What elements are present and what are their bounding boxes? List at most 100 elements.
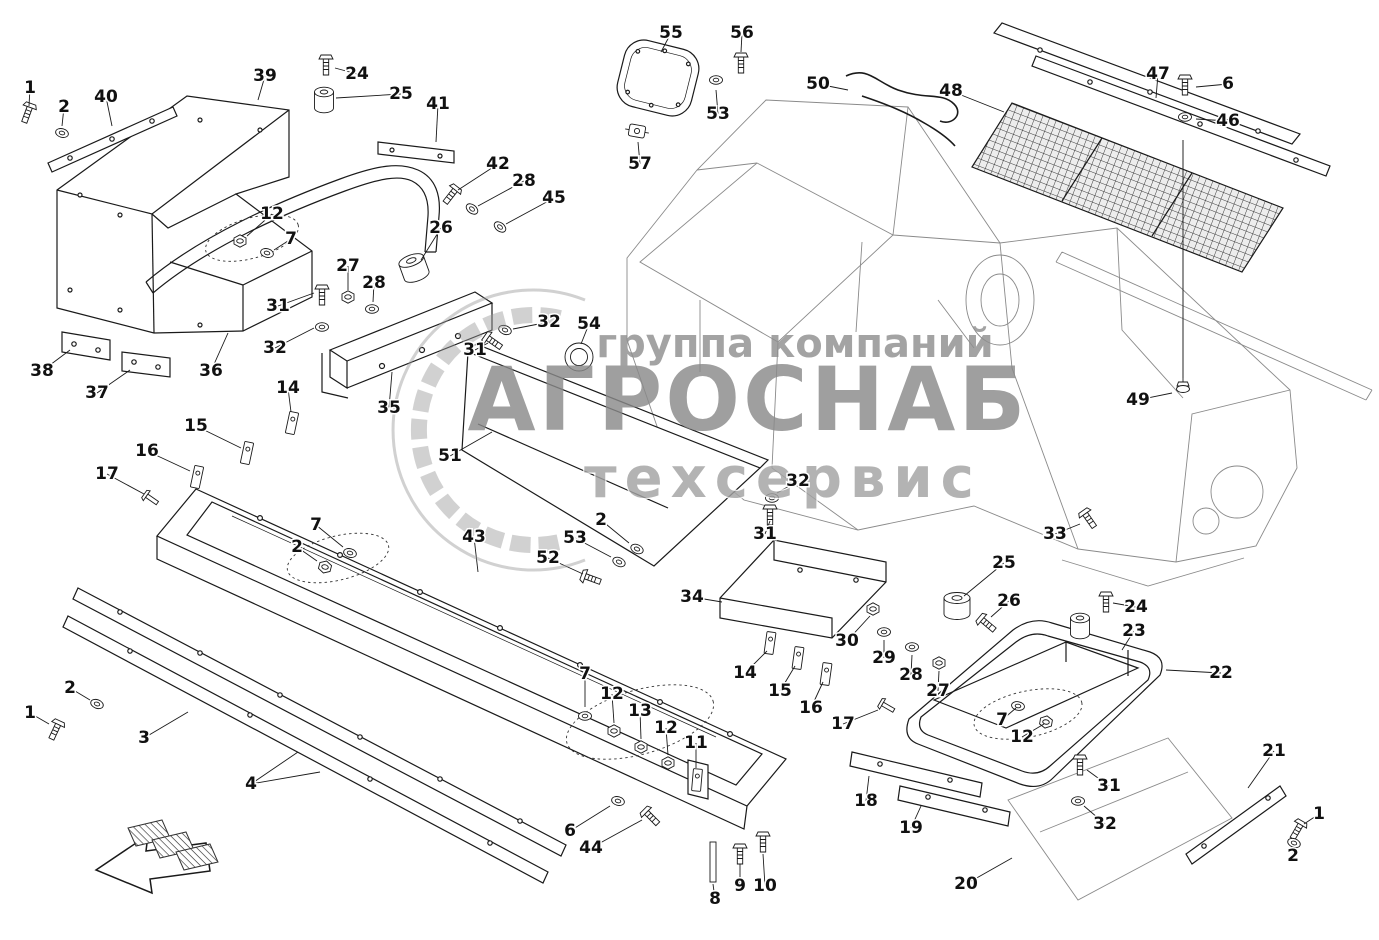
part-number-label: 20 — [954, 874, 978, 894]
part-number-label: 33 — [1043, 524, 1067, 544]
housing-39 — [56, 95, 313, 334]
part-number-label: 2 — [64, 678, 76, 698]
bolt-glyph — [579, 569, 602, 585]
leader-line — [779, 665, 796, 692]
part-number-label: 12 — [600, 684, 624, 704]
strip-21 — [1185, 785, 1287, 865]
bolt-glyph — [1289, 818, 1308, 841]
leader-line — [435, 103, 439, 143]
part-number-label: 21 — [1262, 741, 1286, 761]
platform-23 — [932, 641, 1140, 729]
part-number-label: 12 — [1010, 727, 1034, 747]
leader-line — [146, 450, 191, 472]
part-number-label: 42 — [486, 154, 510, 174]
washer-glyph — [55, 128, 69, 138]
part-number-label: 28 — [362, 273, 386, 293]
part-number-label: 51 — [438, 446, 462, 466]
bolt-glyph — [733, 52, 749, 74]
leader-line — [817, 83, 849, 91]
part-number-label: 22 — [1209, 663, 1233, 683]
bolt-glyph — [1098, 591, 1114, 613]
washer-glyph — [1287, 837, 1301, 849]
leader-line — [1303, 813, 1320, 825]
leader-line — [315, 524, 344, 548]
part-number-label: 7 — [996, 710, 1008, 730]
part-number-label: 24 — [1124, 597, 1148, 617]
mount-glyph — [1070, 612, 1090, 640]
leader-line — [611, 693, 615, 724]
leader-line — [965, 857, 1013, 885]
watermark-line-2: АГРОСНАБ — [468, 348, 1029, 451]
nut-glyph — [233, 234, 247, 248]
part-number-label: 2 — [291, 537, 303, 557]
leader-line — [105, 96, 113, 127]
watermark-line-3: техсервис — [584, 446, 982, 511]
roller-glyph — [398, 253, 430, 283]
leader-line — [1083, 805, 1106, 825]
leader-line — [143, 711, 189, 739]
part-number-label: 25 — [992, 553, 1016, 573]
part-number-label: 54 — [577, 314, 601, 334]
part-number-label: 7 — [285, 229, 297, 249]
nut-glyph — [317, 560, 333, 574]
washer-glyph — [578, 711, 592, 721]
leader-line — [1086, 769, 1110, 787]
leader-line — [210, 332, 229, 372]
part-number-label: 32 — [1093, 814, 1117, 834]
bracket-38 — [61, 331, 111, 361]
leader-line — [388, 371, 393, 409]
leader-line — [910, 805, 922, 829]
leader-line — [257, 75, 266, 101]
part-number-label: 27 — [926, 681, 950, 701]
leader-line — [1112, 602, 1137, 608]
part-number-label: 41 — [426, 94, 450, 114]
leader-line — [590, 819, 643, 849]
washer-glyph — [709, 75, 723, 85]
leader-line — [277, 292, 315, 307]
part-number-label: 8 — [709, 889, 721, 909]
leader-line — [473, 536, 479, 573]
bracket-37 — [121, 351, 171, 378]
leader-line — [637, 141, 641, 165]
leader-line — [334, 67, 358, 75]
part-number-label: 17 — [831, 714, 855, 734]
part-number-label: 32 — [786, 471, 810, 491]
part-number-label: 16 — [799, 698, 823, 718]
leader-line — [1195, 118, 1229, 122]
chute-panel-51 — [461, 343, 770, 567]
tube-frame-22 — [906, 620, 1163, 788]
hatched-chevrons-icon — [127, 819, 219, 871]
part-number-label: 10 — [753, 876, 777, 896]
part-number-label: 56 — [730, 23, 754, 43]
leader-line — [457, 163, 499, 191]
ring-glyph — [564, 342, 594, 372]
bolt-glyph — [1177, 74, 1193, 96]
leader-line — [963, 562, 1005, 597]
part-number-label: 24 — [345, 64, 369, 84]
screw-glyph — [877, 698, 896, 713]
part-number-label: 48 — [939, 81, 963, 101]
washer-glyph — [1178, 112, 1192, 122]
part-number-label: 38 — [30, 361, 54, 381]
part-number-label: 29 — [872, 648, 896, 668]
leader-line — [762, 853, 766, 887]
mounting-footprints — [205, 214, 1083, 760]
washer-glyph — [90, 698, 104, 710]
leader-line — [287, 387, 292, 413]
part-number-label: 36 — [199, 361, 223, 381]
plate-glyph — [709, 841, 717, 883]
washer-glyph — [611, 796, 625, 806]
part-number-label: 46 — [1216, 111, 1240, 131]
part-number-label: 43 — [462, 527, 486, 547]
part-number-label: 23 — [1122, 621, 1146, 641]
part-number-label: 31 — [1097, 776, 1121, 796]
part-number-label: 31 — [266, 296, 290, 316]
leader-line — [246, 213, 273, 237]
rodbolt-glyph — [1176, 140, 1190, 393]
leader-line — [29, 712, 50, 725]
part-number-label: 15 — [768, 681, 792, 701]
nut-glyph — [607, 724, 621, 738]
part-number-label: 52 — [536, 548, 560, 568]
leader-line — [740, 32, 743, 53]
